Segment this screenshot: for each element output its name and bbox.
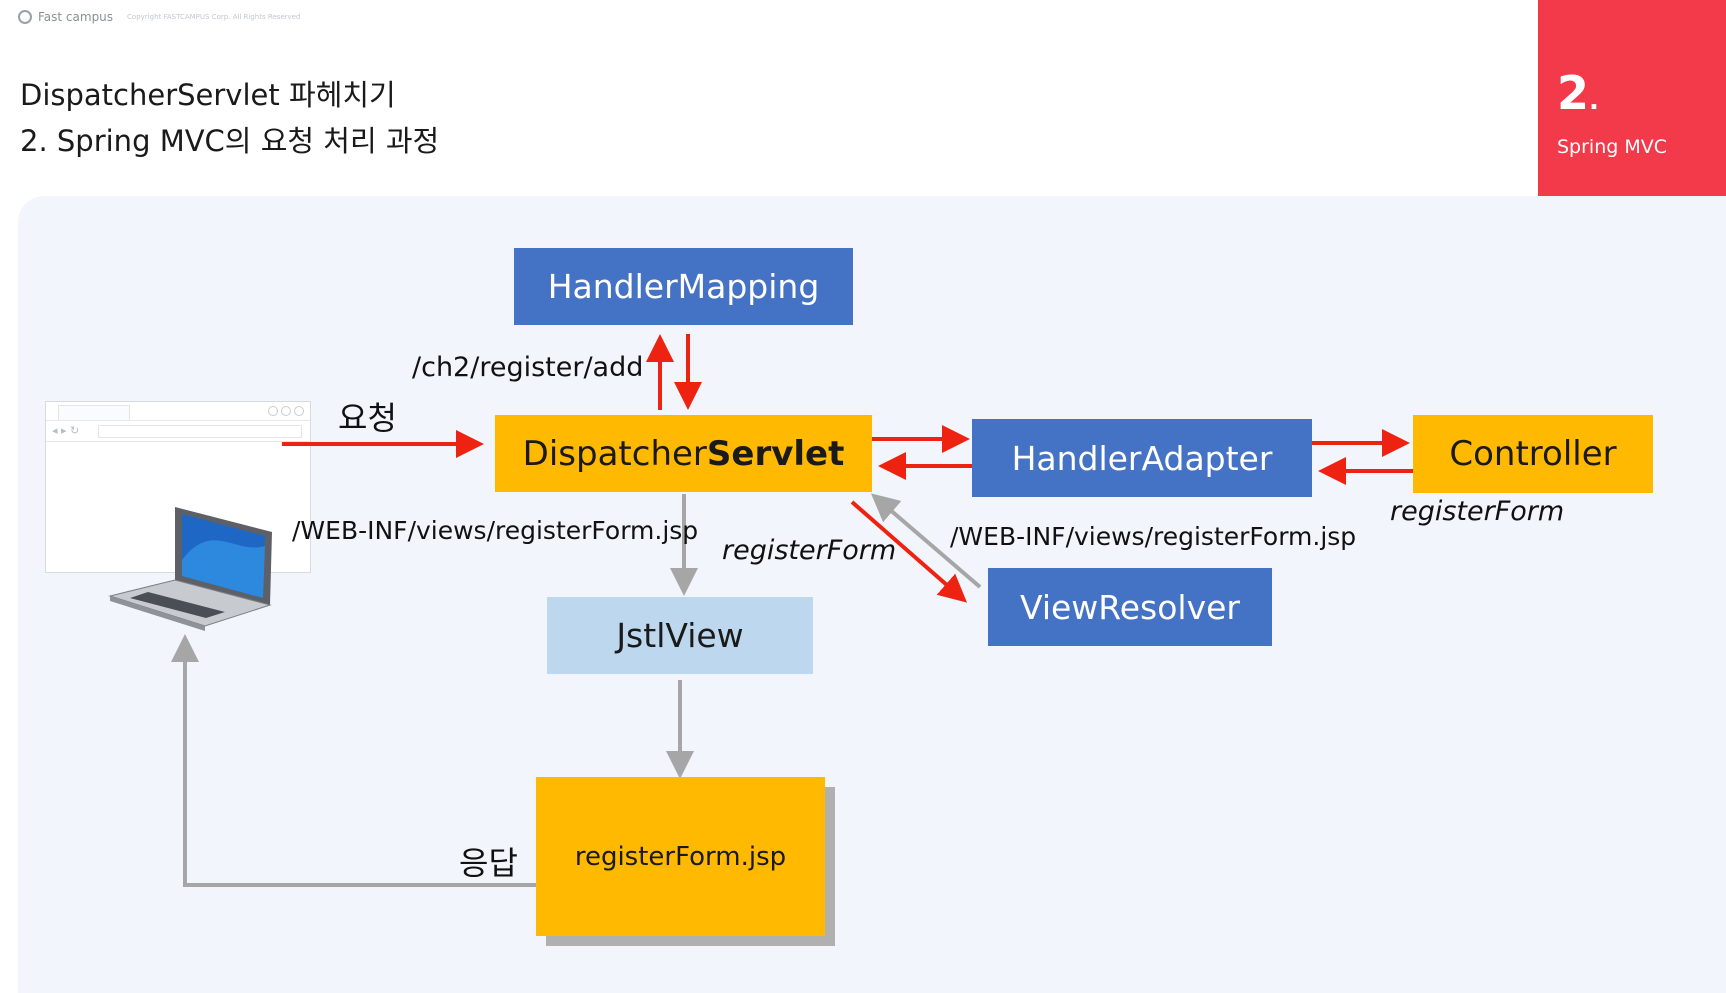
arrow-response-to-client [171, 634, 536, 887]
section-subtitle: Spring MVC [1557, 136, 1668, 158]
laptop-icon [108, 507, 272, 631]
request-label: 요청 [338, 399, 397, 437]
view-path-label-left: /WEB-INF/views/registerForm.jsp [292, 516, 699, 545]
view-name-label-center: registerForm [722, 535, 897, 566]
view-resolver-box: ViewResolver [988, 568, 1272, 646]
response-label: 응답 [459, 844, 518, 882]
copyright-text: Copyright FASTCAMPUS Corp. All Rights Re… [127, 13, 301, 21]
register-form-jsp-box: registerForm.jsp [536, 777, 825, 936]
diagram-panel [18, 196, 1726, 993]
slide-title-line1: DispatcherServlet 파헤치기 [20, 78, 396, 112]
arrow-viewresolver-to-dispatcher [870, 493, 982, 589]
request-url-label: /ch2/register/add [412, 352, 644, 383]
view-name-label-controller: registerForm [1390, 496, 1565, 527]
handler-adapter-box: HandlerAdapter [972, 419, 1312, 497]
dispatcher-servlet-bold: Servlet [706, 433, 845, 474]
view-path-label-right: /WEB-INF/views/registerForm.jsp [950, 522, 1357, 551]
section-number: 2. [1557, 66, 1599, 120]
brand-header: Fast campus Copyright FASTCAMPUS Corp. A… [18, 10, 300, 24]
handler-mapping-box: HandlerMapping [514, 248, 853, 325]
jstl-view-box: JstlView [547, 597, 813, 674]
slide-title-line2: 2. Spring MVC의 요청 처리 과정 [20, 124, 440, 158]
controller-box: Controller [1413, 415, 1653, 493]
dispatcher-servlet-prefix: Dispatcher [522, 433, 707, 474]
brand-name: Fast campus [38, 10, 114, 24]
slide-title: DispatcherServlet 파헤치기 2. Spring MVC의 요청… [20, 72, 439, 164]
arrow-dispatcher-to-viewresolver [850, 500, 968, 603]
fastcampus-logo-icon [18, 10, 32, 24]
